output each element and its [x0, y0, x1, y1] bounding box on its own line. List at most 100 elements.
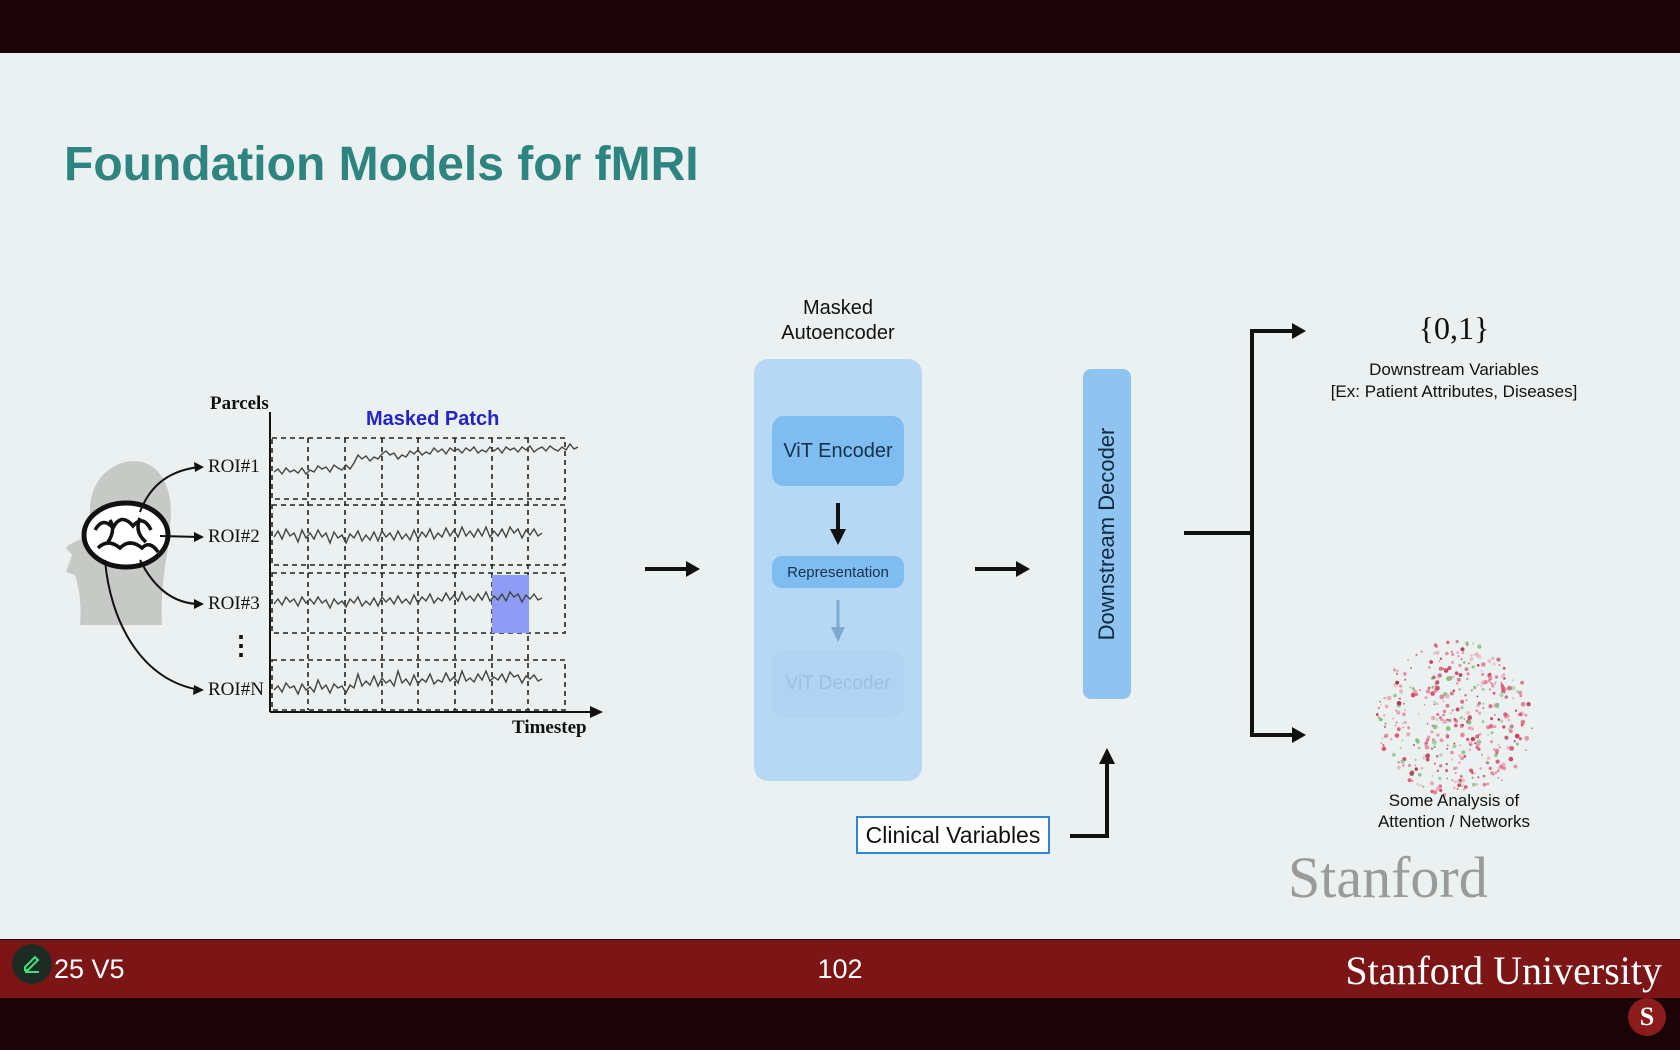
- network-node: [1446, 777, 1448, 780]
- network-node: [1398, 689, 1404, 694]
- network-node: [1439, 764, 1443, 768]
- network-node: [1501, 779, 1503, 781]
- network-node: [1500, 685, 1505, 690]
- network-node: [1472, 642, 1475, 645]
- network-node: [1407, 778, 1412, 783]
- representation-block: Representation: [772, 556, 904, 588]
- network-node: [1481, 753, 1483, 756]
- network-node: [1480, 669, 1483, 672]
- network-node: [1445, 721, 1448, 724]
- network-node: [1470, 736, 1476, 742]
- network-node: [1482, 782, 1487, 787]
- network-node: [1463, 718, 1466, 720]
- network-node: [1442, 709, 1447, 714]
- network-node: [1500, 681, 1503, 684]
- network-node: [1439, 694, 1445, 700]
- network-node: [1490, 731, 1494, 735]
- network-node: [1395, 680, 1400, 685]
- network-node: [1442, 700, 1445, 702]
- roi-arrows: [104, 466, 201, 691]
- network-node: [1503, 712, 1508, 717]
- edit-button[interactable]: [12, 944, 52, 984]
- network-node: [1458, 673, 1463, 677]
- network-node: [1513, 740, 1516, 743]
- downstream-variables-line1: Downstream Variables: [1369, 360, 1539, 379]
- network-node: [1448, 718, 1452, 723]
- network-node: [1414, 758, 1417, 761]
- network-node: [1466, 678, 1469, 680]
- network-node: [1491, 684, 1495, 688]
- network-node: [1378, 717, 1383, 722]
- network-node: [1463, 754, 1467, 758]
- network-node: [1443, 794, 1446, 797]
- network-node: [1466, 720, 1472, 725]
- network-node: [1423, 704, 1426, 706]
- network-node: [1477, 644, 1482, 649]
- network-node: [1456, 677, 1461, 682]
- network-node: [1491, 682, 1493, 685]
- network-node: [1404, 709, 1407, 712]
- network-node: [1486, 725, 1491, 730]
- network-node: [1486, 756, 1491, 760]
- network-node: [1450, 750, 1454, 755]
- network-node: [1467, 715, 1473, 720]
- network-node: [1519, 694, 1523, 698]
- brain-icon: [81, 500, 171, 570]
- network-node: [1510, 685, 1516, 691]
- network-node: [1468, 748, 1472, 751]
- network-node: [1463, 785, 1468, 789]
- network-node: [1426, 758, 1430, 762]
- network-node: [1481, 720, 1485, 723]
- network-node: [1450, 712, 1452, 715]
- network-node: [1427, 735, 1431, 739]
- network-node: [1498, 664, 1501, 666]
- network-node: [1474, 742, 1477, 745]
- network-node: [1446, 732, 1448, 735]
- network-node: [1463, 661, 1466, 664]
- network-node: [1410, 692, 1416, 698]
- roi-ellipsis: ⋮: [228, 631, 254, 660]
- network-node: [1434, 644, 1438, 648]
- network-node: [1419, 784, 1422, 787]
- pencil-icon: [24, 955, 40, 973]
- network-node: [1518, 712, 1523, 717]
- network-node: [1377, 706, 1381, 710]
- network-node: [1488, 688, 1492, 691]
- network-node: [1465, 641, 1469, 645]
- patch-grid: [271, 437, 566, 711]
- network-node: [1495, 759, 1500, 764]
- network-node: [1445, 703, 1450, 708]
- network-node: [1475, 783, 1479, 786]
- downstream-decoder-label: Downstream Decoder: [1094, 427, 1119, 641]
- network-node: [1392, 753, 1396, 757]
- network-node: [1420, 650, 1423, 653]
- network-node: [1454, 772, 1457, 775]
- network-node: [1461, 750, 1466, 755]
- downstream-variables-line2: [Ex: Patient Attributes, Diseases]: [1330, 382, 1578, 401]
- network-node: [1460, 733, 1465, 738]
- network-node: [1501, 689, 1505, 694]
- network-node: [1409, 667, 1413, 670]
- network-node: [1470, 689, 1473, 692]
- network-node: [1389, 737, 1393, 741]
- network-node: [1475, 745, 1479, 749]
- network-node: [1456, 780, 1460, 784]
- network-node: [1434, 684, 1437, 687]
- network-node: [1496, 657, 1501, 662]
- timestep-label: Timestep: [512, 717, 587, 738]
- network-node: [1493, 748, 1496, 751]
- network-node: [1460, 658, 1463, 661]
- network-node: [1509, 724, 1514, 729]
- network-node: [1498, 746, 1501, 749]
- network-node: [1424, 745, 1430, 750]
- attention-network-graphic: [1375, 640, 1533, 797]
- network-node: [1427, 686, 1431, 690]
- network-node: [1531, 727, 1533, 730]
- network-node: [1508, 756, 1514, 762]
- analysis-line1: Some Analysis of: [1388, 791, 1520, 810]
- network-node: [1430, 730, 1434, 734]
- network-node: [1474, 734, 1479, 738]
- network-node: [1412, 689, 1417, 694]
- network-node: [1433, 652, 1436, 655]
- network-node: [1436, 718, 1439, 721]
